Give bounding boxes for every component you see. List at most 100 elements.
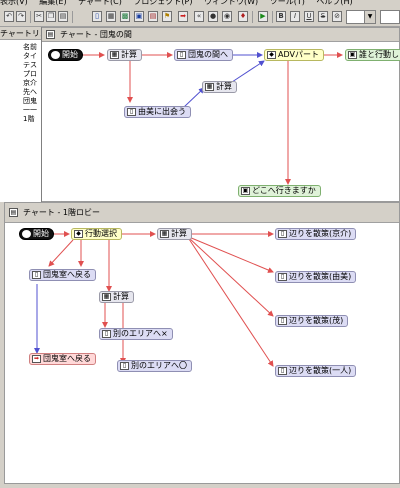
chart-list-item[interactable]: 団鬼 [23, 97, 37, 105]
copy-icon[interactable]: ❐ [46, 11, 56, 22]
arrow-right-icon[interactable]: ➡ [178, 11, 188, 22]
rewind-icon[interactable]: « [194, 11, 204, 22]
node-calc[interactable]: ▦ 計算 [202, 81, 237, 93]
menu-window[interactable]: ウィンドウ(W) [204, 0, 259, 6]
record-icon[interactable]: ◉ [222, 11, 232, 22]
image-icon[interactable]: ▣ [134, 11, 144, 22]
calc-icon: ▦ [110, 51, 119, 59]
adv-icon: ◆ [74, 230, 83, 238]
node-meet-yumi[interactable]: ▯ 由美に出会う [124, 106, 191, 118]
menu-project[interactable]: プロジェクト(P) [133, 0, 193, 6]
undo-icon[interactable]: ↶ [4, 11, 14, 22]
chart-list-item[interactable]: 京介 [23, 79, 37, 87]
node-other-area-o-label: 別のエリアへ〇 [131, 361, 187, 370]
window2-titlebar: ▤ チャート - 1階ロビー [5, 203, 399, 223]
choice-icon: ▣ [348, 51, 357, 59]
calc-icon: ▦ [102, 293, 111, 301]
stop-icon[interactable]: ● [208, 11, 218, 22]
node-goto-room-label: 団鬼の間へ [188, 50, 228, 59]
node-walk-shigeru[interactable]: ▯ 辺りを散策(茂) [275, 315, 349, 327]
chart-list-item[interactable]: タイ [23, 52, 37, 60]
adv-icon: ◆ [267, 51, 276, 59]
node-action-select[interactable]: ◆ 行動選択 [71, 228, 122, 240]
calc-icon: ▦ [205, 83, 214, 91]
toolbar-separator [272, 11, 273, 23]
menu-chart[interactable]: チャート(C) [78, 0, 122, 6]
node-action-select-label: 行動選択 [85, 229, 117, 238]
choice-icon: ▣ [241, 187, 250, 195]
chart-list-item[interactable]: 名前 [23, 43, 37, 51]
start-icon [22, 230, 31, 238]
node-where-label: どこへ行きますか [252, 186, 316, 195]
book-icon: ▯ [102, 330, 111, 338]
calc-icon: ▦ [160, 230, 169, 238]
node-where[interactable]: ▣ どこへ行きますか [238, 185, 321, 197]
bell-icon[interactable]: ♦ [238, 11, 248, 22]
node-back-room-label: 団鬼室へ戻る [43, 270, 91, 279]
node-calc-label: 計算 [113, 292, 129, 301]
node-back-room-end[interactable]: ➡ 団鬼室へ戻る [29, 353, 96, 365]
window-bottom-edge [0, 484, 400, 488]
no-format-icon[interactable]: ⊘ [332, 11, 342, 22]
node-start-label: 開始 [33, 229, 49, 238]
node-adv-part[interactable]: ◆ ADVパート [264, 49, 324, 61]
strikethrough-icon[interactable]: S [318, 11, 328, 22]
cut-icon[interactable]: ✂ [34, 11, 44, 22]
redo-icon[interactable]: ↷ [16, 11, 26, 22]
node-walk-yumi[interactable]: ▯ 辺りを散策(由美) [275, 271, 357, 283]
underline-icon[interactable]: U [304, 11, 314, 22]
node-adv-part-label: ADVパート [278, 50, 319, 59]
node-calc[interactable]: ▦ 計算 [99, 291, 134, 303]
node-action-label: 誰と行動しま [359, 50, 400, 59]
chart-list-item[interactable]: プロ [23, 70, 37, 78]
menu-edit[interactable]: 編集(E) [39, 0, 67, 6]
book-icon: ▯ [127, 108, 136, 116]
book-icon: ▯ [32, 271, 41, 279]
menu-help[interactable]: ヘルプ(H) [316, 0, 353, 6]
node-calc[interactable]: ▦ 計算 [157, 228, 192, 240]
paste-icon[interactable]: ▤ [58, 11, 68, 22]
chart-icon[interactable]: ▩ [120, 11, 130, 22]
chart-list-item[interactable]: 一一 [23, 106, 37, 114]
node-action[interactable]: ▣ 誰と行動しま [345, 49, 400, 61]
chart-list-item[interactable]: 1階 [23, 115, 35, 123]
book-icon: ▯ [278, 230, 287, 238]
bold-icon[interactable]: B [276, 11, 286, 22]
menu-view[interactable]: 表示(V) [0, 0, 28, 6]
chart-list: 名前 タイ テス プロ 京介 先へ 団鬼 一一 1階 [23, 43, 37, 124]
chart-list-item[interactable]: テス [23, 61, 37, 69]
chevron-down-icon[interactable]: ▼ [364, 11, 375, 23]
node-calc[interactable]: ▦ 計算 [107, 49, 142, 61]
node-start[interactable]: 開始 [48, 49, 83, 61]
node-meet-yumi-label: 由美に出会う [138, 107, 186, 116]
toolbar-separator [252, 11, 253, 23]
play-icon[interactable]: ▶ [258, 11, 268, 22]
node-walk-shigeru-label: 辺りを散策(茂) [289, 316, 344, 325]
node-goto-room[interactable]: ▯ 団鬼の間へ [174, 49, 233, 61]
chart-window-dankinoma: ▤ チャート - 団鬼の間 開始 ▦ 計算 ▯ 団鬼の間へ ◆ ADV [42, 27, 400, 202]
italic-icon[interactable]: I [290, 11, 300, 22]
size-combo[interactable] [380, 10, 400, 24]
book-icon: ▯ [177, 51, 186, 59]
node-walk-kyosuke-label: 辺りを散策(京介) [289, 229, 352, 238]
node-calc-label: 計算 [121, 50, 137, 59]
format-combo[interactable]: ▼ [346, 10, 376, 24]
select-icon[interactable]: ▤ [148, 11, 158, 22]
node-other-area-x[interactable]: ▯ 別のエリアへ× [99, 328, 173, 340]
window-icon: ▤ [9, 208, 18, 217]
window2-title: チャート - 1階ロビー [23, 208, 100, 217]
calc-icon[interactable]: ▦ [106, 11, 116, 22]
menu-tool[interactable]: ツール(T) [269, 0, 305, 6]
node-back-room[interactable]: ▯ 団鬼室へ戻る [29, 269, 96, 281]
node-walk-kyosuke[interactable]: ▯ 辺りを散策(京介) [275, 228, 357, 240]
flag-icon[interactable]: ⚑ [162, 11, 172, 22]
node-back-room-end-label: 団鬼室へ戻る [43, 354, 91, 363]
node-other-area-o[interactable]: ▯ 別のエリアへ〇 [117, 360, 192, 372]
node-walk-alone[interactable]: ▯ 辺りを散策(一人) [275, 365, 357, 377]
toolbar: ↶ ↷ ✂ ❐ ▤ ▯ ▦ ▩ ▣ ▤ ⚑ ➡ « ● ◉ ♦ ▶ B I U … [0, 8, 400, 27]
book-icon: ▯ [278, 317, 287, 325]
chart-list-item[interactable]: 先へ [23, 88, 37, 96]
book-icon[interactable]: ▯ [92, 11, 102, 22]
node-start[interactable]: 開始 [19, 228, 54, 240]
node-other-area-x-label: 別のエリアへ× [113, 329, 168, 338]
